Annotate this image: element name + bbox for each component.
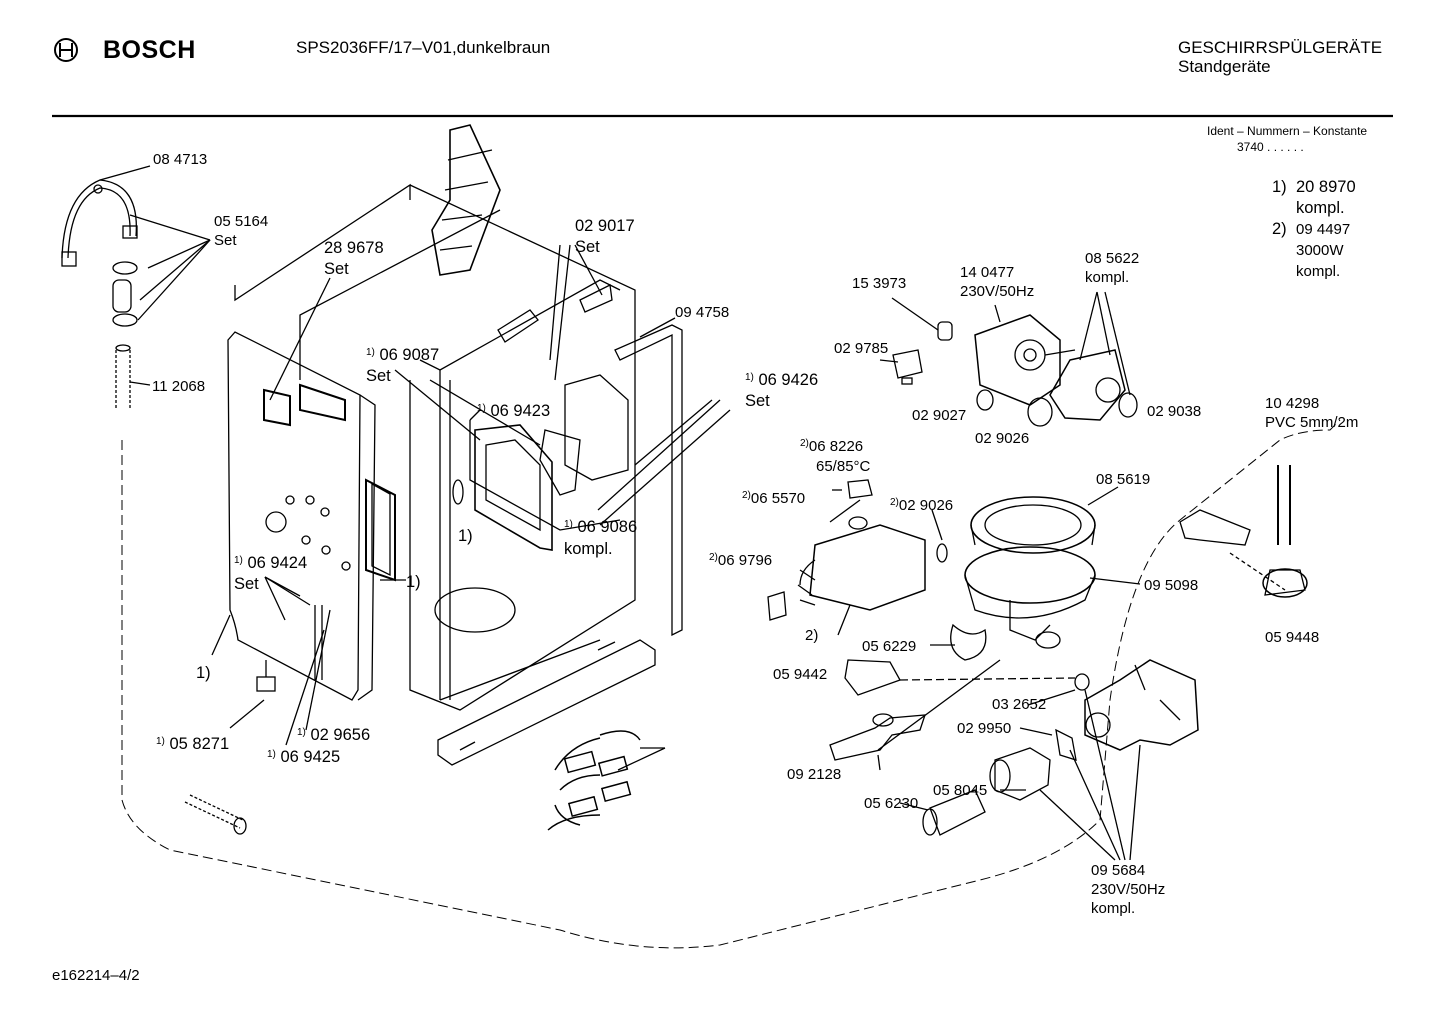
part-label: PVC 5mm/2m <box>1265 414 1359 431</box>
part-label: Set <box>745 392 770 410</box>
part-label: 1) 02 9656 <box>297 726 371 744</box>
channel-drawing <box>614 324 683 637</box>
part-label: 02 9785 <box>834 340 889 357</box>
hose-056229-drawing <box>950 623 987 661</box>
dispenser-drawing <box>474 424 553 551</box>
part-label: kompl. <box>564 540 613 558</box>
ident-value: 3740 . . . . . . <box>1237 140 1304 154</box>
part-label: 65/85°C <box>816 458 871 475</box>
part-label: 02 9026 <box>975 430 1030 447</box>
part-label: 1) 06 9424 <box>234 554 308 572</box>
clamp-drawing <box>61 179 138 267</box>
part-label: 09 5684 <box>1091 862 1146 879</box>
wiring-harness-drawing <box>547 730 641 831</box>
part-label: 1) 06 9423 <box>477 402 551 420</box>
note-2-number: 09 4497 <box>1296 221 1351 238</box>
part-label: 09 2128 <box>787 766 842 783</box>
pressure-switch-drawing <box>1262 568 1308 598</box>
part-label: 230V/50Hz <box>1091 881 1166 898</box>
drain-pump-drawing <box>1084 659 1199 751</box>
brand-name: BOSCH <box>103 36 196 64</box>
note-1-number: 20 8970 <box>1296 178 1356 196</box>
part-label: 1) <box>458 527 473 545</box>
part-label: 05 6230 <box>864 795 919 812</box>
part-label: Set <box>575 238 600 256</box>
part-label: 05 5164 <box>214 213 269 230</box>
note-1-mark: 1) <box>1272 178 1287 196</box>
part-label: 03 2652 <box>992 696 1047 713</box>
part-label: Set <box>324 260 349 278</box>
tub-drawing <box>234 183 636 711</box>
air-duct-drawing <box>431 124 501 276</box>
part-label: kompl. <box>1085 269 1130 286</box>
part-label: Set <box>214 232 237 249</box>
sensor-059442-drawing <box>844 659 901 696</box>
part-label: 1) 05 8271 <box>156 735 230 753</box>
part-label: 02 9017 <box>575 217 635 235</box>
note-2-power: 3000W <box>1296 242 1344 259</box>
category-title: GESCHIRRSPÜLGERÄTE <box>1178 38 1383 57</box>
part-label: 28 9678 <box>324 239 384 257</box>
pressure-switch-bracket-drawing <box>1179 509 1251 546</box>
part-label: 2)06 9796 <box>709 552 773 569</box>
part-label: 230V/50Hz <box>960 283 1035 300</box>
part-label: 08 5622 <box>1085 250 1140 267</box>
part-label: 2) <box>805 627 819 644</box>
part-label: 10 4298 <box>1265 395 1320 412</box>
circulation-motor-drawing <box>974 314 1061 406</box>
part-label: 05 6229 <box>862 638 917 655</box>
heater-drawing <box>809 524 926 611</box>
part-label: Set <box>366 367 391 385</box>
bottom-rail-drawing <box>437 639 656 766</box>
pump-housing-drawing <box>1049 349 1126 421</box>
bosch-logo-icon <box>54 38 78 62</box>
part-label: 1) <box>196 664 211 682</box>
part-label: 1) 06 9426 <box>745 371 819 389</box>
assembly-dashed-outline <box>121 419 1341 949</box>
part-label: kompl. <box>1091 900 1136 917</box>
fill-hose-drawing <box>115 350 131 410</box>
part-label: 11 2068 <box>152 378 206 395</box>
note-1-kompl: kompl. <box>1296 199 1345 217</box>
part-label: 1) 06 9087 <box>366 346 440 364</box>
part-label: 1) 06 9086 <box>564 518 638 536</box>
part-label: 05 8045 <box>933 782 988 799</box>
part-label: 09 4758 <box>675 304 730 321</box>
part-label: 08 5619 <box>1096 471 1151 488</box>
model-title: SPS2036FF/17–V01,dunkelbraun <box>296 38 551 57</box>
note-2-mark: 2) <box>1272 220 1287 238</box>
part-label: 08 4713 <box>153 151 208 168</box>
part-label: 1) <box>406 573 421 591</box>
hose-clip-drawing <box>112 261 138 327</box>
subcategory-title: Standgeräte <box>1178 57 1271 76</box>
part-label: 2)02 9026 <box>890 497 954 514</box>
part-label: 09 5098 <box>1144 577 1199 594</box>
part-label: 02 9038 <box>1147 403 1202 420</box>
ident-label: Ident – Nummern – Konstante <box>1207 124 1368 138</box>
part-label: 15 3973 <box>852 275 907 292</box>
drawing-code: e162214–4/2 <box>52 967 140 984</box>
part-label: Set <box>234 575 259 593</box>
part-label: 02 9027 <box>912 407 967 424</box>
part-label: 14 0477 <box>960 264 1015 281</box>
part-label: 02 9950 <box>957 720 1012 737</box>
inlet-hose-drawing <box>184 794 246 829</box>
drain-adapter-drawing <box>829 714 926 761</box>
part-label: 05 9448 <box>1265 629 1320 646</box>
part-label: 2)06 8226 <box>800 438 864 455</box>
part-label: 05 9442 <box>773 666 828 683</box>
part-label: 2)06 5570 <box>742 490 806 507</box>
door-panel-drawing <box>227 331 361 701</box>
sump-drawing <box>964 546 1096 604</box>
note-2-kompl: kompl. <box>1296 263 1341 280</box>
part-label: 1) 06 9425 <box>267 748 341 766</box>
